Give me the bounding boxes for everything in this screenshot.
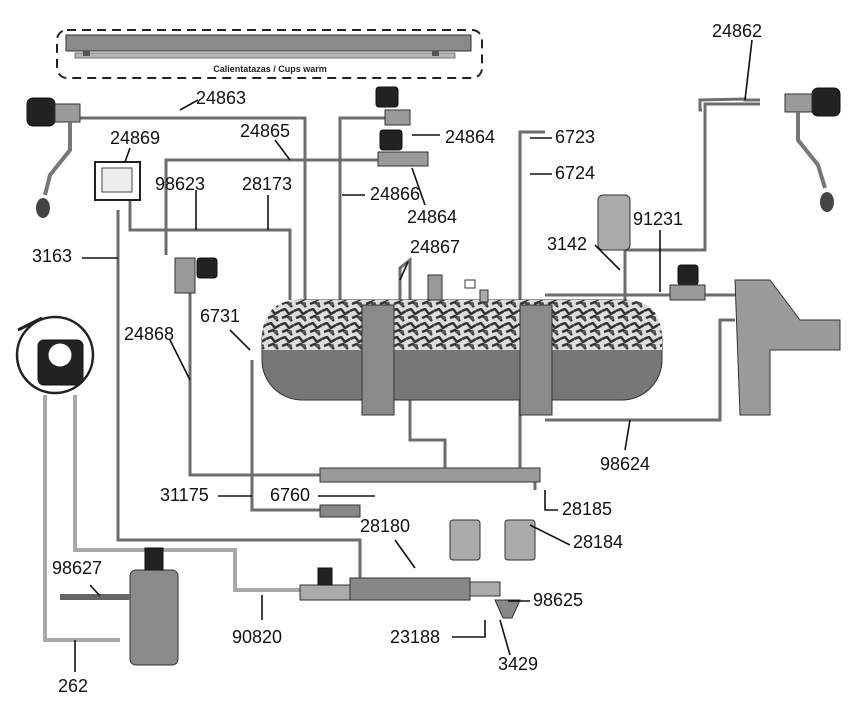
part-label: 24869: [110, 128, 160, 148]
part-label: 98627: [52, 558, 102, 578]
part-label: 90820: [232, 627, 282, 647]
part-label: 3429: [498, 654, 538, 674]
part-label: 28180: [360, 516, 410, 536]
part-label: 6724: [555, 163, 595, 183]
part-label: 98623: [155, 174, 205, 194]
leader-lines: [74, 39, 753, 672]
brew-group: [734, 279, 841, 416]
part-label: 23188: [390, 627, 440, 647]
steam-tap-right: [784, 87, 841, 212]
part-label: 3163: [32, 246, 72, 266]
part-label: 24863: [196, 88, 246, 108]
part-labels: 24862 24863 24869 24865 24864 6723 6724 …: [32, 21, 762, 696]
part-label: 98624: [600, 454, 650, 474]
part-label: 98625: [533, 590, 583, 610]
part-label: 24865: [240, 121, 290, 141]
pressure-gauge: [15, 315, 95, 395]
manifold: [319, 467, 541, 561]
part-label: 3142: [547, 234, 587, 254]
piping: [43, 97, 760, 642]
cup-warmer-caption: Calientatazas / Cups warm: [213, 64, 327, 74]
part-label: 24867: [410, 237, 460, 257]
part-label: 6760: [270, 485, 310, 505]
part-label: 24868: [124, 324, 174, 344]
part-label: 91231: [633, 209, 683, 229]
solenoid-valves: [174, 86, 706, 301]
steam-tap-left: [26, 97, 81, 218]
expansion-vessel: [597, 194, 631, 251]
part-label: 24862: [712, 21, 762, 41]
part-label: 24864: [407, 207, 457, 227]
water-softener: [60, 547, 179, 666]
part-label: 28184: [573, 532, 623, 552]
part-label: 6723: [555, 127, 595, 147]
electrical-box: [94, 161, 141, 201]
part-label: 6731: [200, 306, 240, 326]
part-label: 28173: [242, 174, 292, 194]
cup-warmer: Calientatazas / Cups warm: [56, 29, 483, 79]
pump-assembly: [299, 567, 521, 619]
part-label: 31175: [160, 485, 209, 505]
part-label: 28185: [562, 499, 612, 519]
part-label: 262: [58, 676, 88, 696]
part-label: 24864: [445, 127, 495, 147]
boiler: [261, 274, 663, 416]
part-label: 24866: [370, 184, 420, 204]
